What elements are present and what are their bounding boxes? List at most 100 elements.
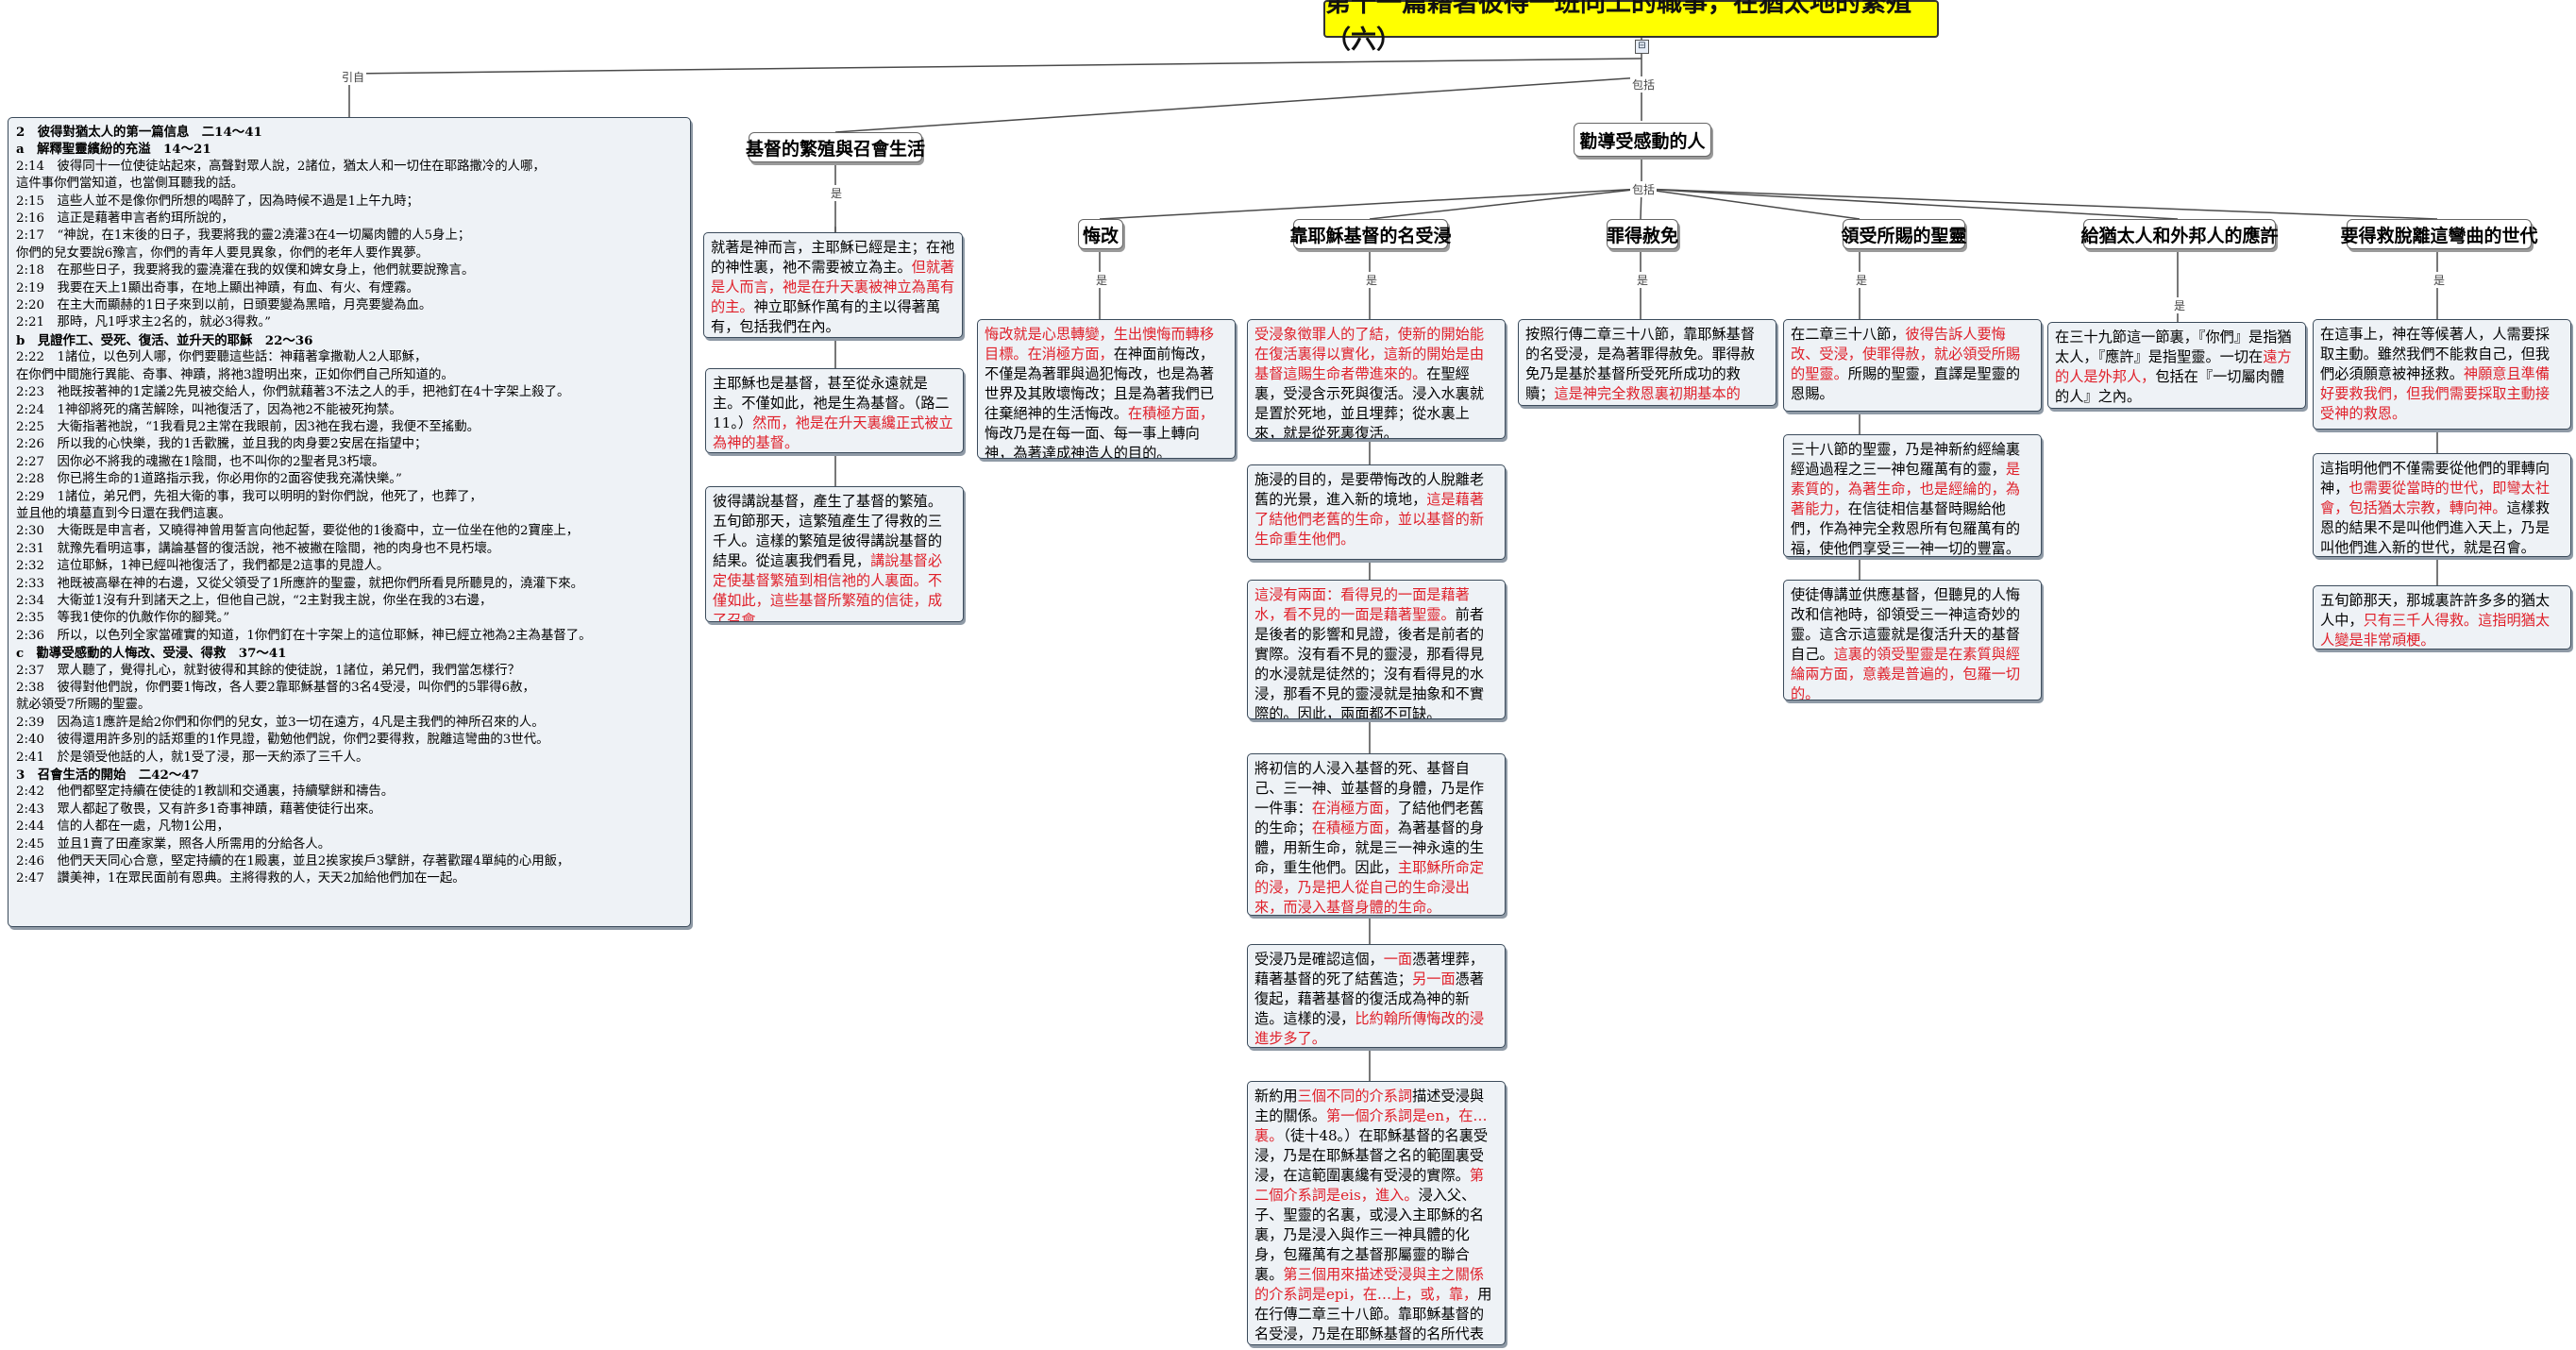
note-text: 憑著復起，藉著基督的復活成為神的新造。這樣的浸， [1254, 970, 1484, 1027]
emphasis-text: 在消極方面， [1311, 800, 1398, 817]
verse-line: 你們的兒女要說6豫言，你們的青年人要見異象，你們的老年人要作異夢。 [16, 245, 429, 261]
note-forgiveness[interactable]: 按照行傳二章三十八節，靠耶穌基督的名受浸，是為著罪得赦免。罪得赦免乃是基於基督所… [1518, 319, 1776, 406]
emphasis-text: 然而，祂是在升天裏纔正式被立為神的基督。 [713, 414, 953, 451]
emphasis-text: 第一個介系詞是en，在…裏。 [1254, 1107, 1488, 1144]
verse-line: 2:44 信的人都在一處，凡物1公用， [16, 819, 230, 835]
verse-line: 2:22 1諸位，以色列人哪，你們要聽這些話：神藉著拿撒勒人2人耶穌， [16, 350, 428, 365]
note-church-3[interactable]: 彼得講說基督，產生了基督的繁殖。五旬節那天，這繁殖產生了得救的三千人。這樣的繁殖… [705, 486, 964, 622]
link-label-church: 是 [829, 185, 845, 201]
emphasis-text: 一面 [1383, 951, 1413, 968]
verse-line: 2:45 並且1賣了田產家業，照各人所需用的分給各人。 [16, 836, 331, 852]
emphasis-text: 在積極方面， [1311, 819, 1398, 836]
note-spirit-3[interactable]: 使徒傳講並供應基督，但聽見的人悔改和信祂時，卻領受三一神這奇妙的靈。這含示這靈就… [1783, 580, 2042, 700]
note-text: 在二章三十八節， [1791, 326, 1906, 343]
note-text: 將初信的人浸入基督的死、基督自己、三一神、並基督的身體，乃是作一件事： [1254, 760, 1484, 817]
note-text: 使徒傳講並供應基督，但聽見的人悔改和信祂時，卻領受三一神這奇妙的靈。這含示這靈就… [1791, 586, 2020, 663]
verse-line: 2:24 1神卻將死的痛苦解除，叫祂復活了，因為祂2不能被死拘禁。 [16, 402, 402, 417]
note-text: 在信徒相信基督時賜給他們，作為神完全救恩所有包羅萬有的福，使他們享受三一神一切的… [1791, 500, 2020, 557]
note-spirit-1[interactable]: 在二章三十八節，彼得告訴人要悔改、受浸，使罪得赦，就必領受所賜的聖靈。所賜的聖靈… [1783, 319, 2042, 412]
note-saved-1[interactable]: 在這事上，神在等候著人，人需要採取主動。雖然我們不能救自己，但我們必須願意被神拯… [2313, 319, 2571, 430]
note-baptize-4[interactable]: 將初信的人浸入基督的死、基督自己、三一神、並基督的身體，乃是作一件事：在消極方面… [1247, 753, 1506, 916]
note-text: 用在行傳二章三十八節。靠耶穌基督的名受浸，乃是在耶穌基督的名所代表的立場上受浸。 [1254, 1286, 1492, 1342]
topic-baptize[interactable]: 靠耶穌基督的名受浸 [1290, 219, 1452, 249]
link-label-saved: 是 [2432, 272, 2448, 288]
verse-line: 2:42 他們都堅定持續在使徒的1教訓和交通裏，持續擘餅和禱告。 [16, 785, 395, 800]
note-text: 憑著埋葬，藉著基督的死了結舊造； [1254, 951, 1484, 987]
note-text: 所賜的聖靈，直譯是聖靈的恩賜。 [1791, 365, 2020, 402]
note-church-2[interactable]: 主耶穌也是基督，甚至從永遠就是主。不僅如此，祂是生為基督。（路二11。）然而，祂… [705, 368, 964, 453]
emphasis-text: 第二個介系詞是eis，進入。 [1254, 1167, 1484, 1204]
note-saved-2[interactable]: 這指明他們不僅需要從他們的罪轉向神，也需要從當時的世代，即彎太社會，包括猶太宗教… [2313, 453, 2571, 557]
note-saved-3[interactable]: 五旬節那天，那城裏許許多多的猶太人中，只有三千人得救。這指明猶太人變是非常頑梗。 [2313, 585, 2571, 650]
note-text: 在這事上，神在等候著人，人需要採取主動。雖然我們不能救自己，但我們必須願意被神拯… [2320, 326, 2550, 382]
verse-line: 2:43 眾人都起了敬畏，又有許多1奇事神蹟，藉著使徒行出來。 [16, 802, 381, 817]
verse-line: 2:16 這正是藉著申言者約珥所說的， [16, 211, 234, 227]
note-promise[interactable]: 在三十九節這一節裏，『你們』是指猶太人，『應許』是指聖靈。一切在遠方的人是外邦人… [2047, 322, 2306, 409]
topic-be-saved[interactable]: 要得救脫離這彎曲的世代 [2341, 219, 2538, 249]
note-baptize-5[interactable]: 受浸乃是確認這個，一面憑著埋葬，藉著基督的死了結舊造；另一面憑著復起，藉著基督的… [1247, 944, 1506, 1048]
verse-line: 2:18 在那些日子，我要將我的靈澆灌在我的奴僕和婢女身上，他們就要說豫言。 [16, 263, 475, 278]
note-baptize-3[interactable]: 這浸有兩面：看得見的一面是藉著水，看不見的一面是藉著聖靈。前者是後者的影響和見證… [1247, 580, 1506, 719]
emphasis-text: 彼得告訴人要悔改、受浸，使罪得赦，就必領受所賜的聖靈。 [1791, 326, 2020, 382]
link-label-intro: 引自 [340, 69, 367, 85]
note-text: 主耶穌也是基督，甚至從永遠就是主。不僅如此，祂是生為基督。（路二11。） [713, 375, 950, 431]
note-church-1[interactable]: 就著是神而言，主耶穌已經是主；在祂的神性裏，祂不需要被立為主。但就著是人而言，祂… [703, 232, 963, 338]
emphasis-text: 遠方的人是外邦人， [2055, 348, 2292, 385]
note-text: 在三十九節這一節裏，『你們』是指猶太人，『應許』是指聖靈。一切在 [2055, 329, 2292, 365]
note-repent[interactable]: 悔改就是心思轉變，生出懊悔而轉移目標。在消極方面，在神面前悔改，不僅是為著罪與過… [977, 319, 1236, 459]
note-text: 就著是神而言，主耶穌已經是主；在祂的神性裏，祂不需要被立為主。 [711, 239, 955, 276]
verse-line: 2:35 等我1使你的仇敵作你的腳凳。” [16, 611, 230, 626]
note-text: 這樣救恩的結果不是叫他們進入天上，乃是叫他們進入新的世代，就是召會。 [2320, 499, 2550, 556]
emphasis-text: 神願意且準備好要救我們，但我們需要採取主動接受神的救恩。 [2320, 365, 2550, 422]
note-text: 描述受浸與主的關係。 [1254, 1088, 1484, 1124]
verse-line: 2:47 讚美神，1在眾民面前有恩典。主將得救的人，天天2加給他們加在一起。 [16, 871, 465, 886]
note-text: 包括在『一切屬肉體的人』之內。 [2055, 368, 2284, 405]
note-spirit-2[interactable]: 三十八節的聖靈，乃是神新約經綸裏經過過程之三一神包羅萬有的靈，是素質的，為著生命… [1783, 434, 2042, 557]
link-label-promise: 是 [2172, 297, 2188, 313]
verse-line: 2:20 在主大而顯赫的1日子來到以前，日頭要變為黑暗，月亮要變為血。 [16, 298, 432, 313]
collapse-toggle-icon[interactable]: ⊟ [1635, 40, 1649, 54]
emphasis-text: 主耶穌所命定的浸，乃是把人從自己的生命浸出來，而浸入基督身體的生命。 [1254, 859, 1484, 916]
verse-line: 2:34 大衛並1沒有升到諸天之上，但他自己說，“2主對我主說，你坐在我的3右邊… [16, 593, 493, 608]
note-text: 為著基督的身體，用新生命，就是三一神永遠的生命，重生他們。因此， [1254, 819, 1484, 876]
verse-line: 2:39 因為這1應許是給2你們和你們的兒女，並3一切在遠方，4凡是主我們的神所… [16, 715, 545, 730]
note-text: 這指明他們不僅需要從他們的罪轉向神， [2320, 460, 2550, 497]
verse-line: 2:40 彼得還用許多別的話郑重的1作見證，勸勉他們說，你們2要得救，脫離這彎曲… [16, 733, 549, 748]
emphasis-text: 這是藉著了結他們老舊的生命，並以基督的新生命重生他們。 [1254, 491, 1484, 548]
topic-church-reproduction[interactable]: 基督的繁殖與召會生活 [746, 132, 925, 162]
topic-receive-spirit[interactable]: 領受所賜的聖靈 [1842, 219, 1967, 249]
link-label-includes: 包括 [1630, 76, 1658, 93]
note-text: （徒十48。）在耶穌基督的名裏受浸，乃是在耶穌基督之名的範圍裏受浸，在這範圍裏纔… [1254, 1127, 1489, 1184]
note-baptize-6[interactable]: 新約用三個不同的介系詞描述受浸與主的關係。第一個介系詞是en，在…裏。（徒十48… [1247, 1081, 1506, 1345]
verse-line: 2:30 大衛既是申言者，又曉得神曾用誓言向他起誓，要從他的1後裔中，立一位坐在… [16, 524, 580, 539]
verse-line: 2:25 大衛指著祂說，“1我看見2主常在我眼前，因3祂在我右邊，我便不至搖動。 [16, 419, 480, 434]
topic-exhort[interactable]: 勸導受感動的人 [1574, 123, 1711, 157]
note-baptize-1[interactable]: 受浸象徵罪人的了結，使新的開始能在復活裏得以實化，這新的開始是由基督這賜生命者帶… [1247, 319, 1506, 439]
verse-line: 2:23 祂既按著神的1定議2先見被交給人，你們就藉著3不法之人的手，把祂釘在4… [16, 385, 570, 400]
verse-line: 2:14 彼得同十一位使徒站起來，高聲對眾人說，2諸位，猶太人和一切住在耶路撒冷… [16, 159, 546, 174]
note-text: 新約用 [1254, 1088, 1298, 1105]
root-topic[interactable]: 第十一篇藉著彼得一班同工的職事，在猶太地的繁殖（六） [1323, 0, 1939, 55]
verse-line: 2:27 因你必不將我的魂撇在1陰間，也不叫你的2聖者見3朽壞。 [16, 454, 385, 469]
emphasis-text: 也需要從當時的世代，即彎太社會，包括猶太宗教，轉向神。 [2320, 480, 2550, 516]
note-text: 按照行傳二章三十八節，靠耶穌基督的名受浸，是為著罪得赦免。罪得赦免乃是基於基督所… [1525, 326, 1755, 402]
note-text: 在神面前悔改，不僅是為著罪與過犯悔改，也是為著世界及其敗壞悔改；且是為著我們已往… [985, 346, 1214, 422]
link-label-forgive: 是 [1635, 272, 1651, 288]
verse-line: 2:31 就豫先看明這事，講論基督的復活說，祂不被撇在陰間，祂的肉身也不見朽壞。 [16, 541, 500, 556]
link-label-spirit: 是 [1854, 272, 1870, 288]
link-label-repent: 是 [1094, 272, 1110, 288]
topic-promise[interactable]: 給猶太人和外邦人的應許 [2081, 219, 2279, 249]
verse-line: 並且他的墳墓直到今日還在我們這裏。 [16, 506, 231, 521]
verse-line: 2:19 我要在天上1顯出奇事，在地上顯出神蹟，有血、有火、有煙霧。 [16, 280, 419, 295]
note-baptize-2[interactable]: 施浸的目的，是要帶悔改的人脫離老舊的光景，進入新的境地，這是藉著了結他們老舊的生… [1247, 464, 1506, 560]
note-text: 前者是後者的影響和見證，後者是前者的實際。沒有看不見的靈浸，那看得見的水浸就是徒… [1254, 606, 1484, 719]
topic-forgiveness[interactable]: 罪得赦免 [1607, 219, 1678, 249]
emphasis-text: 三個不同的介系詞 [1297, 1088, 1413, 1105]
verse-line: 2:17 “神說，在1末後的日子，我要將我的靈2澆灌3在4一切屬肉體的人5身上； [16, 228, 471, 244]
emphasis-text: 這是神完全救恩裏初期基本的福。 [1554, 385, 1741, 402]
verse-line: 2:29 1諸位，弟兄們，先祖大衛的事，我可以明明的對你們說，他死了，也葬了， [16, 489, 482, 504]
verse-line: 2:37 眾人聽了，覺得扎心，就對彼得和其餘的使徒說，1諸位，弟兄們，我們當怎樣… [16, 663, 521, 678]
topic-repent[interactable]: 悔改 [1078, 219, 1123, 249]
emphasis-text: 第三個用來描述受浸與主之關係的介系詞是epi，在…上，或，靠， [1254, 1266, 1484, 1303]
